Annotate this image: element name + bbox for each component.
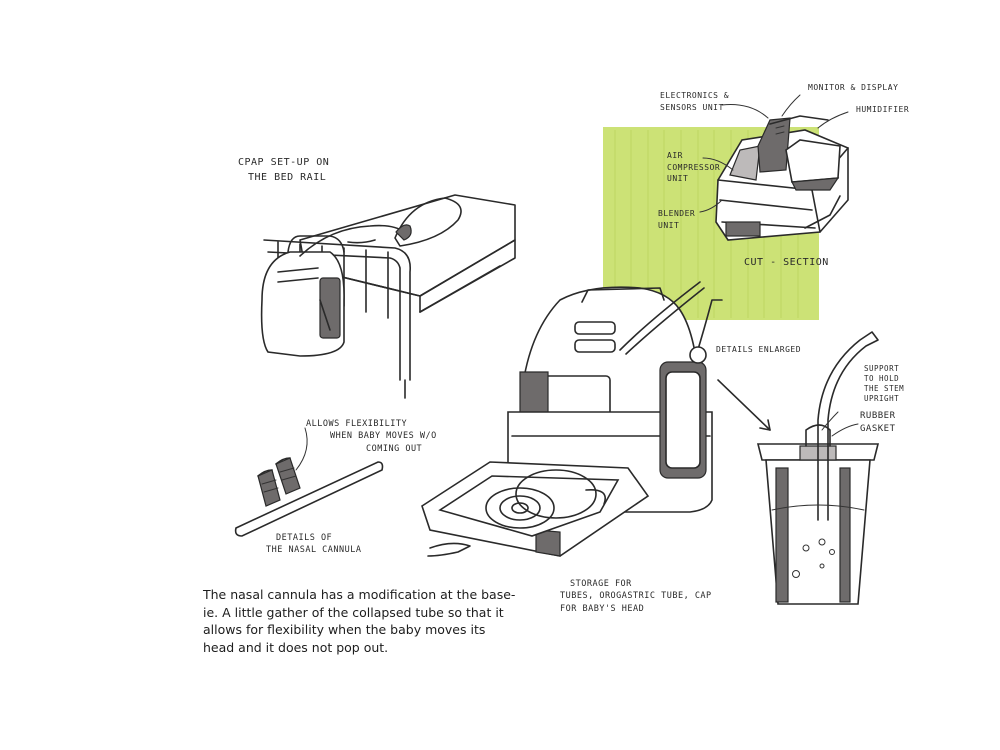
label-line: STORAGE FOR bbox=[570, 579, 632, 589]
label-blender: BLENDER UNIT bbox=[658, 208, 695, 231]
label-line: CUT - SECTION bbox=[744, 257, 829, 268]
note-line: The nasal cannula has a modification at … bbox=[203, 587, 516, 602]
label-line: MONITOR & DISPLAY bbox=[808, 83, 899, 92]
label-line: WHEN BABY MOVES W/O bbox=[330, 431, 437, 442]
label-line: DETAILS OF bbox=[276, 533, 333, 543]
label-cut-section: CUT - SECTION bbox=[744, 256, 829, 271]
label-line: UNIT bbox=[667, 174, 689, 184]
nasal-cannula-sketch bbox=[234, 427, 384, 537]
label-cannula-details: DETAILS OF THE NASAL CANNULA bbox=[266, 532, 362, 557]
label-line: THE BED RAIL bbox=[248, 171, 327, 183]
label-line: TO HOLD bbox=[864, 374, 900, 384]
cannula-note: The nasal cannula has a modification at … bbox=[203, 586, 516, 656]
label-line: HUMIDIFIER bbox=[856, 105, 910, 114]
label-line: ALLOWS FLEXIBILITY bbox=[306, 419, 408, 429]
note-line: ie. A little gather of the collapsed tub… bbox=[203, 604, 504, 620]
label-line: COMING OUT bbox=[366, 443, 423, 454]
note-line: head and it does not pop out. bbox=[203, 639, 389, 655]
label-flexibility: ALLOWS FLEXIBILITY WHEN BABY MOVES W/O C… bbox=[306, 418, 437, 455]
label-rubber-gasket: RUBBER GASKET bbox=[860, 410, 896, 436]
label-monitor: MONITOR & DISPLAY bbox=[808, 82, 898, 94]
label-storage: STORAGE FOR TUBES, OROGASTRIC TUBE, CAP … bbox=[560, 578, 712, 615]
cut-section-device bbox=[715, 115, 849, 241]
label-line: SUPPORT bbox=[864, 364, 900, 373]
main-cpap-device bbox=[421, 281, 723, 557]
humidifier-cup bbox=[756, 331, 880, 605]
label-details-enlarged: DETAILS ENLARGED bbox=[716, 344, 801, 356]
bed-rail-setup bbox=[260, 194, 516, 399]
label-air-compressor: AIR COMPRESSOR UNIT bbox=[667, 150, 720, 185]
note-line: allows for flexibility when the baby mov… bbox=[203, 622, 486, 637]
label-line: DETAILS ENLARGED bbox=[716, 345, 802, 354]
label-line: SENSORS UNIT bbox=[660, 102, 724, 112]
label-humidifier: HUMIDIFIER bbox=[856, 104, 909, 116]
label-line: COMPRESSOR bbox=[667, 162, 721, 172]
label-line: BLENDER bbox=[658, 209, 696, 218]
label-support: SUPPORT TO HOLD THE STEM UPRIGHT bbox=[864, 364, 904, 405]
label-line: AIR bbox=[667, 151, 683, 160]
label-line: ELECTRONICS & bbox=[660, 91, 730, 100]
label-line: THE STEM bbox=[864, 384, 905, 394]
label-line: TUBES, OROGASTRIC TUBE, CAP bbox=[560, 591, 712, 602]
label-line: FOR BABY'S HEAD bbox=[560, 603, 645, 614]
label-line: CPAP SET-UP ON bbox=[238, 157, 330, 168]
label-electronics: ELECTRONICS & SENSORS UNIT bbox=[660, 90, 729, 113]
label-line: UPRIGHT bbox=[864, 394, 900, 404]
label-line: THE NASAL CANNULA bbox=[266, 545, 362, 556]
cut-section-leaders bbox=[699, 94, 849, 213]
label-line: UNIT bbox=[658, 220, 680, 230]
details-arrow bbox=[717, 379, 771, 431]
label-line: GASKET bbox=[860, 424, 896, 435]
label-cpap-setup: CPAP SET-UP ON THE BED RAIL bbox=[238, 156, 329, 185]
label-line: RUBBER bbox=[860, 411, 896, 421]
